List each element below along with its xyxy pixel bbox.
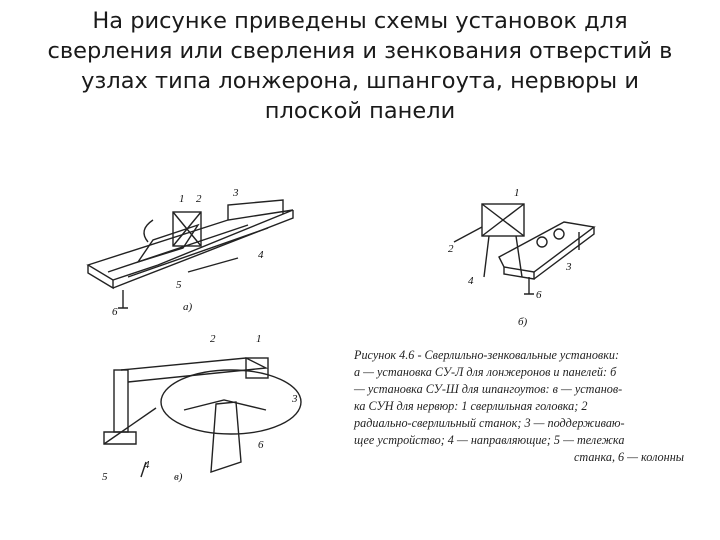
label-6: 6 bbox=[258, 439, 264, 451]
caption-line: Рисунок 4.6 - Сверлильно-зенковальные ус… bbox=[354, 348, 620, 362]
label-5: 5 bbox=[176, 279, 182, 291]
figure-caption: Рисунок 4.6 - Сверлильно-зенковальные ус… bbox=[354, 347, 684, 466]
frame-drilling-rig-drawing: 1 2 3 4 6 б) bbox=[448, 187, 596, 328]
label-3: 3 bbox=[565, 261, 572, 273]
label-4: 4 bbox=[468, 275, 474, 287]
caption-line: ка СУН для нервюр: 1 сверлильная головка… bbox=[354, 399, 588, 413]
title-line: плоской панели bbox=[264, 98, 456, 124]
panel-letter-b: б) bbox=[518, 316, 528, 328]
panel-letter-a: а) bbox=[183, 301, 193, 313]
label-6: 6 bbox=[112, 306, 118, 318]
panel-letter-v: в) bbox=[174, 471, 183, 483]
slide-title: На рисунке приведены схемы установок для… bbox=[20, 6, 700, 126]
title-line: узлах типа лонжерона, шпангоута, нервюры… bbox=[81, 68, 639, 94]
caption-line: станка, 6 — колонны bbox=[573, 450, 684, 464]
label-2: 2 bbox=[210, 333, 216, 345]
figure-panel-v: 2 1 3 4 5 6 в) bbox=[96, 322, 306, 492]
figure-panel-b: 1 2 3 4 6 б) bbox=[444, 182, 604, 332]
figure-panel-a: 1 2 3 4 5 6 а) bbox=[78, 180, 303, 320]
title-line: сверления или сверления и зенкования отв… bbox=[47, 38, 673, 64]
label-6: 6 bbox=[536, 289, 542, 301]
label-5: 5 bbox=[102, 471, 108, 483]
label-2: 2 bbox=[196, 193, 202, 205]
label-1: 1 bbox=[514, 187, 520, 199]
label-4: 4 bbox=[258, 249, 264, 261]
caption-line: радиально-сверлильный станок; 3 — поддер… bbox=[354, 416, 625, 430]
spar-drilling-rig-drawing: 1 2 3 4 5 6 а) bbox=[86, 187, 294, 318]
label-1: 1 bbox=[179, 193, 185, 205]
label-1: 1 bbox=[256, 333, 262, 345]
label-3: 3 bbox=[232, 187, 239, 199]
label-3: 3 bbox=[291, 393, 298, 405]
title-line: На рисунке приведены схемы установок для bbox=[92, 8, 628, 34]
caption-line: щее устройство; 4 — направляющие; 5 — те… bbox=[354, 433, 625, 447]
caption-line: — установка СУ-Ш для шпангоутов: в — уст… bbox=[354, 382, 623, 396]
label-4: 4 bbox=[144, 459, 150, 471]
caption-line: а — установка СУ-Л для лонжеронов и пане… bbox=[354, 365, 617, 379]
rib-drilling-rig-drawing: 2 1 3 4 5 6 в) bbox=[102, 333, 302, 483]
label-2: 2 bbox=[448, 243, 454, 255]
